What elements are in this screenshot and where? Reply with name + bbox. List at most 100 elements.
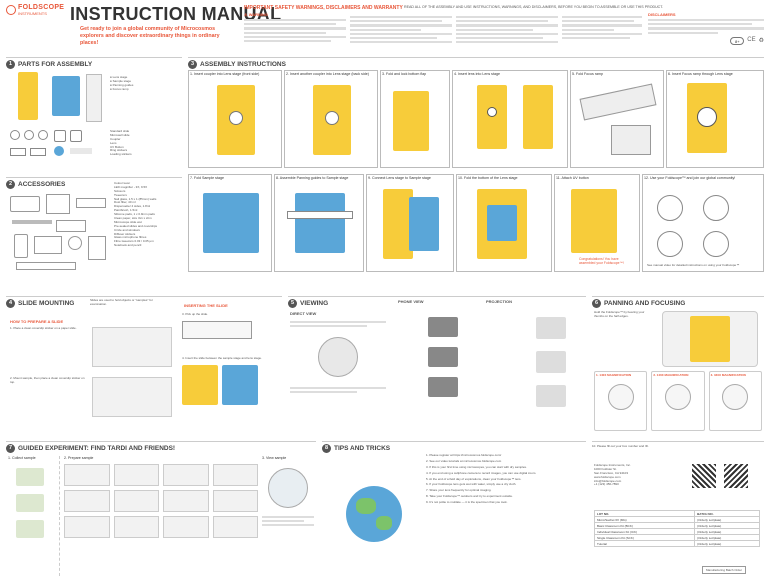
assembly-step-2: 2. Insert another coupler into Lens stag…: [284, 70, 378, 168]
accessory-item: Notebook and pencil: [114, 243, 142, 248]
assembly-step-4: 4. Insert lens into Lens stage: [452, 70, 568, 168]
disclaimers-label: DISCLAIMERS: [648, 12, 676, 17]
accessory-item: Nail glass, 1.5 x 1 (85mm) wells: [114, 196, 157, 201]
slide-diagram-2: [92, 377, 172, 417]
tip-item: 4. If you end using a cellphone camera t…: [426, 470, 537, 475]
brand-logo: FOLDSCOPE INSTRUMENTS: [6, 4, 66, 34]
recycle-icon: ♻: [758, 37, 764, 44]
accessory-item: Paintbrush, 1.5ml: [114, 208, 138, 213]
direct-view-heading: DIRECT VIEW: [290, 311, 317, 316]
part-item: UV Button: [110, 144, 124, 149]
focus-ramp-part: [86, 74, 102, 122]
how-to-heading: HOW TO PREPARE A SLIDE: [10, 319, 64, 324]
magnification-panel-2: 2. 140X MAGNIFICATION: [651, 371, 705, 431]
slide-step-2: 2. Mount sample, then place a clean cove…: [10, 376, 85, 384]
tips-list: 1. Please register at https://microcosmo…: [426, 453, 584, 507]
warning-label: ⚠ WARNING: [244, 12, 269, 17]
community-note: See manual video for detailed instructio…: [647, 263, 740, 267]
assembly-step-10: 10. Fold the bottom of the Lens stage: [456, 174, 552, 272]
part-item: Standard slide: [110, 129, 130, 133]
slide-diagram-1: [92, 327, 172, 367]
accessory-item: Microscope slide wet: [114, 219, 142, 224]
tip-item: 8. Take your Foldscope™ outdoors and try…: [426, 494, 513, 499]
warning-text-col-1: [244, 17, 346, 51]
accessories-illustration: [10, 192, 110, 274]
assembly-row-1: 1. Insert coupler into Lens stage (front…: [188, 70, 764, 170]
assembly-step-8: 8. Assemble Panning guides to Sample sta…: [274, 174, 364, 272]
batch-table: LOT NO. BATCH NO. Micro/Sachet 6X (MG)(O…: [593, 510, 760, 547]
direct-view-panel: [290, 319, 386, 429]
warning-title: IMPORTANT SAFETY WARNINGS, DISCLAIMERS A…: [244, 5, 403, 11]
contact-block: Foldscope Instruments, Inc. 1000 Foldste…: [594, 463, 631, 487]
part-item: Microwell slide: [110, 132, 130, 137]
projection-panel: [486, 311, 582, 429]
assembly-step-3: 3. Fold and lock bottom flap: [380, 70, 450, 168]
parts-list: Standard slide Microwell slide Coupler L…: [110, 129, 132, 157]
accessory-item: Fibre tweezers 0.03 / 0.05 μm: [114, 239, 154, 244]
warning-icon: ⚠: [244, 12, 249, 17]
register-tip: 10. Please fill out your box number and …: [592, 444, 649, 448]
accessory-item: Colour lever: [114, 181, 131, 185]
accessory-item: Scissors: [114, 188, 126, 193]
phone-view-heading: PHONE VIEW: [398, 299, 424, 304]
foldscope-logo-icon: [6, 5, 16, 15]
part-item: Ring stickers: [110, 148, 128, 153]
panning-desc: Hold the Foldscope™ by bearing your thum…: [594, 310, 645, 318]
assembly-step-12: 12. Use your Foldscope™ and join our glo…: [642, 174, 764, 272]
panning-diagram: [662, 311, 758, 367]
tip-item: 6. If your Foldscope lens gets wet with …: [426, 482, 517, 487]
batch-footer: Manufacturing Batch Order: [702, 566, 747, 574]
small-parts: [10, 130, 102, 170]
accessory-item: Glass microphone fibres: [114, 235, 147, 240]
tagline: Get ready to join a global community of …: [80, 26, 220, 46]
accessory-item: Diffuser stickers: [114, 231, 136, 236]
tip-item: 2. See our video tutorials at microcosmo…: [426, 458, 502, 463]
accessory-item: Dispensette/ 4 sides, 1.8ml: [114, 204, 151, 209]
lens-stage-part: [8, 72, 48, 124]
assembly-step-6: 6. Insert Focus ramp through Lens stage: [666, 70, 764, 168]
tip-item: 7. Share your lens frequently for optima…: [426, 488, 492, 493]
assembly-step-11: 11. Attach UV button Congratulations! Yo…: [554, 174, 640, 272]
assembly-row-2: 7. Fold Sample stage 8. Assemble Panning…: [188, 174, 764, 274]
assembly-step-9: 9. Connect Lens stage to Sample stage: [366, 174, 454, 272]
age-badge: 8+: [730, 36, 745, 45]
tip-item: 3. If this is your first time using micr…: [426, 464, 527, 469]
tip-item: 9. It's not polite to mutilate — it is t…: [426, 500, 508, 505]
sample-stage-part: [52, 76, 80, 116]
part-item: Loading stickers: [110, 152, 132, 157]
phone-view-panel: [398, 311, 478, 429]
accessory-item: Circle and windows: [114, 227, 140, 232]
contact-section: 10. Please fill out your box number and …: [592, 441, 764, 577]
qr-code-icon[interactable]: [724, 464, 748, 488]
congrats-text: Congratulations! You have assembled your…: [579, 257, 624, 266]
accessory-item: Tweezers: [114, 192, 127, 197]
inserting-heading: INSERTING THE SLIDE: [184, 303, 228, 308]
slide-step-1: 1. Place a clean coverslip sticker on a …: [10, 326, 77, 330]
assembly-step-5: 5. Fold Focus ramp: [570, 70, 664, 168]
accessories-list: Colour lever LED magnifier - 3X, 9.5X Sc…: [114, 181, 158, 248]
experiment-prepare: 2. Prepare sample: [64, 456, 258, 576]
accessory-item: Dust filter, 40 ml: [114, 200, 136, 205]
tip-item: 1. Please register at https://microcosmo…: [426, 453, 502, 457]
ce-mark-icon: CE: [747, 36, 756, 43]
qr-code-icon[interactable]: [692, 464, 716, 488]
slide-step-3: 3. Pick up the slide.: [182, 312, 276, 339]
warnings-block: ⚠ WARNING DISCLAIMERS 8+ CE ♻: [244, 12, 764, 60]
accessory-item: Pre-sealed slides and coverslips: [114, 223, 158, 228]
part-item: Lens: [110, 140, 117, 145]
brand-sub: INSTRUMENTS: [18, 11, 47, 16]
magnification-panel-1: 1. 140X MAGNIFICATION: [594, 371, 648, 431]
